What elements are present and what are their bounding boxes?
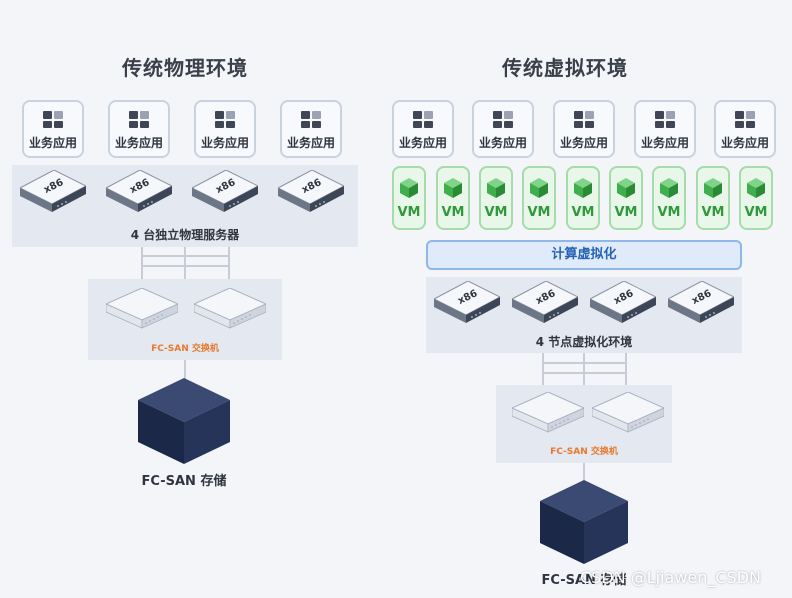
vm-label: VM	[484, 205, 508, 220]
vm-cube-icon	[574, 178, 592, 198]
server-x86-icon[interactable]: x86	[590, 281, 656, 325]
server-x86-icon[interactable]: x86	[668, 281, 734, 325]
app-grid-icon	[215, 111, 235, 128]
business-app-card[interactable]: 业务应用	[553, 100, 615, 158]
server-x86-icon[interactable]: x86	[278, 170, 344, 214]
right-servers-label: 4 节点虚拟化环境	[535, 335, 633, 349]
server-x86-icon[interactable]: x86	[434, 281, 500, 325]
watermark: CSDN @Ljiawen_CSDN	[580, 568, 761, 587]
server-x86-icon[interactable]: x86	[20, 170, 86, 214]
vm-cube-icon	[530, 178, 548, 198]
vm-card[interactable]: VM	[739, 166, 773, 230]
app-grid-icon	[574, 111, 594, 128]
switch-icon[interactable]	[194, 288, 266, 330]
business-app-label: 业务应用	[286, 136, 335, 150]
business-app-label: 业务应用	[640, 136, 689, 150]
left-servers-label: 4 台独立物理服务器	[130, 228, 240, 242]
switch-icon[interactable]	[512, 392, 584, 434]
business-app-label: 业务应用	[720, 136, 769, 150]
vm-cube-icon	[400, 178, 418, 198]
vm-card[interactable]: VM	[566, 166, 600, 230]
business-app-label: 业务应用	[398, 136, 447, 150]
right-storage-label: FC-SAN 存储	[541, 573, 627, 588]
vm-label: VM	[397, 205, 421, 220]
server-x86-icon[interactable]: x86	[106, 170, 172, 214]
vm-card[interactable]: VM	[522, 166, 556, 230]
storage-cube-icon[interactable]	[138, 378, 230, 464]
app-grid-icon	[655, 111, 675, 128]
app-grid-icon	[493, 111, 513, 128]
vm-label: VM	[657, 205, 681, 220]
left-title: 传统物理环境	[122, 56, 248, 80]
business-app-label: 业务应用	[478, 136, 527, 150]
vm-card[interactable]: VM	[479, 166, 513, 230]
vm-label: VM	[441, 205, 465, 220]
vm-label: VM	[744, 205, 768, 220]
server-x86-icon[interactable]: x86	[512, 281, 578, 325]
vm-card[interactable]: VM	[436, 166, 470, 230]
business-app-card[interactable]: 业务应用	[194, 100, 256, 158]
vm-cube-icon	[704, 178, 722, 198]
vm-card[interactable]: VM	[609, 166, 643, 230]
right-title: 传统虚拟环境	[502, 56, 628, 80]
business-app-label: 业务应用	[114, 136, 163, 150]
compute-virtualization-bar[interactable]: 计算虚拟化	[426, 240, 742, 270]
left-switch-label: FC-SAN 交换机	[151, 344, 219, 354]
business-app-card[interactable]: 业务应用	[22, 100, 84, 158]
switch-icon[interactable]	[106, 288, 178, 330]
left-storage-label: FC-SAN 存储	[141, 474, 227, 489]
vm-label: VM	[614, 205, 638, 220]
vm-cube-icon	[444, 178, 462, 198]
vm-cube-icon	[617, 178, 635, 198]
vm-card[interactable]: VM	[652, 166, 686, 230]
app-grid-icon	[301, 111, 321, 128]
business-app-card[interactable]: 业务应用	[634, 100, 696, 158]
business-app-card[interactable]: 业务应用	[392, 100, 454, 158]
business-app-card[interactable]: 业务应用	[472, 100, 534, 158]
business-app-card[interactable]: 业务应用	[714, 100, 776, 158]
switch-icon[interactable]	[592, 392, 664, 434]
server-x86-icon[interactable]: x86	[192, 170, 258, 214]
vm-cube-icon	[487, 178, 505, 198]
app-grid-icon	[413, 111, 433, 128]
vm-card[interactable]: VM	[696, 166, 730, 230]
storage-cube-icon[interactable]	[540, 480, 628, 564]
business-app-label: 业务应用	[559, 136, 608, 150]
vm-label: VM	[701, 205, 725, 220]
vm-cube-icon	[747, 178, 765, 198]
vm-label: VM	[527, 205, 551, 220]
business-app-label: 业务应用	[28, 136, 77, 150]
vm-card[interactable]: VM	[392, 166, 426, 230]
business-app-card[interactable]: 业务应用	[280, 100, 342, 158]
vm-label: VM	[571, 205, 595, 220]
business-app-label: 业务应用	[200, 136, 249, 150]
app-grid-icon	[43, 111, 63, 128]
business-app-card[interactable]: 业务应用	[108, 100, 170, 158]
app-grid-icon	[735, 111, 755, 128]
vm-cube-icon	[660, 178, 678, 198]
right-switch-label: FC-SAN 交换机	[550, 447, 618, 457]
app-grid-icon	[129, 111, 149, 128]
